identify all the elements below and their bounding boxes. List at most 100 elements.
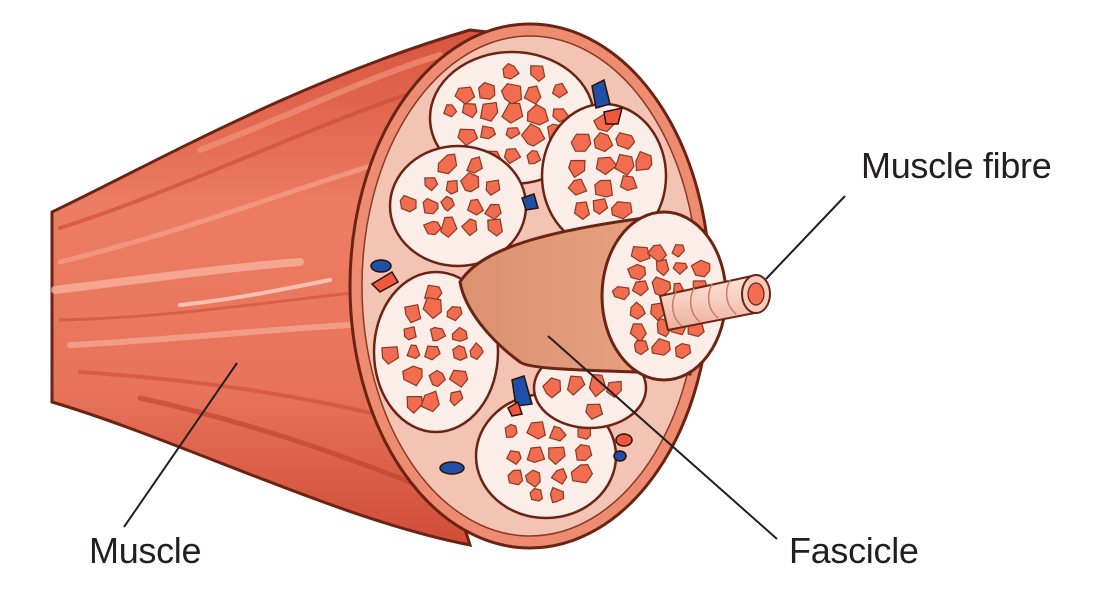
fibre-cell — [461, 102, 478, 119]
fibre-cell — [451, 326, 468, 342]
fibre-cell — [503, 148, 522, 165]
fibre-cell — [593, 132, 614, 153]
fibre-cell — [452, 344, 468, 361]
fibre-cell — [595, 156, 618, 176]
fibre-cell — [574, 443, 593, 462]
fibre-cell — [651, 338, 671, 356]
fibre-cell — [611, 285, 630, 301]
fibre-cell — [424, 345, 441, 361]
fibre-cell — [460, 218, 478, 237]
vein-icon — [521, 193, 539, 211]
fibre-cell — [542, 377, 562, 399]
fibre-cell — [566, 375, 586, 396]
fibre-cell — [428, 369, 447, 388]
fibre-cell — [655, 258, 670, 277]
fibre-cell — [548, 425, 567, 442]
fibre-cell — [485, 179, 501, 196]
fibre-cell — [381, 346, 400, 365]
artery-icon — [370, 270, 400, 293]
fibre-cell — [443, 104, 458, 118]
fibre-cell — [457, 128, 479, 147]
fibre-cell — [480, 125, 497, 140]
fibre-cell — [550, 467, 568, 486]
fibre-cell — [594, 179, 614, 198]
fibre-cell — [507, 469, 524, 486]
fibre-cell — [526, 150, 542, 165]
fibre-cell — [440, 195, 456, 212]
leader-line-muscle-fibre — [765, 195, 846, 280]
fibre-cell — [466, 198, 485, 216]
fibre-cell — [449, 390, 464, 407]
fibre-cell — [440, 216, 458, 238]
artery-icon — [603, 107, 624, 125]
fibre-cell — [454, 86, 476, 105]
vein-icon — [511, 375, 533, 407]
fibre-cell — [479, 101, 499, 122]
fibre-cell — [626, 263, 647, 281]
muscle-fibre-strand — [658, 274, 771, 332]
fibre-cell — [448, 369, 469, 388]
fibre-cell — [483, 203, 502, 221]
fibre-cell — [524, 469, 541, 488]
fibre-cell — [633, 339, 649, 356]
fibre-cell — [615, 132, 636, 150]
fibre-cell — [585, 403, 604, 420]
artery-icon — [507, 400, 523, 417]
leader-line-muscle — [123, 362, 238, 528]
fibre-cell — [424, 177, 439, 192]
fibre-cell — [610, 201, 633, 220]
fibre-cell — [505, 127, 521, 140]
vein-icon — [591, 78, 611, 109]
leader-lines — [123, 195, 846, 540]
fibre-cell — [635, 150, 653, 172]
fibre-cell — [630, 245, 651, 263]
label-fascicle: Fascicle — [789, 530, 919, 571]
fibre-cell — [529, 487, 544, 502]
fibre-cell — [402, 365, 423, 387]
fibre-cell — [404, 303, 422, 324]
fibre-cell — [422, 197, 439, 215]
label-muscle-fibre: Muscle fibre — [861, 145, 1052, 186]
fibre-cell — [420, 390, 440, 413]
vein-icon — [439, 461, 465, 475]
fibre-cell — [629, 301, 646, 320]
vein-icon — [370, 259, 392, 273]
fibre-cell — [523, 85, 542, 105]
fibre-cell — [570, 133, 592, 152]
fibre-cell — [469, 341, 484, 361]
fibre-cell — [672, 262, 689, 276]
vein-icon — [613, 450, 627, 462]
fibre-cell — [567, 178, 588, 196]
fibre-cell — [526, 103, 550, 126]
fibre-cell — [520, 123, 546, 147]
fibre-cell — [501, 102, 524, 124]
fibre-cell — [446, 306, 463, 322]
fibre-cell — [549, 486, 565, 504]
fibre-cell — [526, 421, 546, 440]
label-muscle: Muscle — [89, 530, 202, 571]
fibre-cell — [478, 81, 496, 100]
fibre-cell — [526, 446, 546, 464]
fibre-cell — [399, 194, 417, 213]
blood-vessels — [370, 78, 633, 475]
fibre-cell — [530, 65, 546, 83]
fibre-cell — [422, 297, 443, 320]
fibre-cell — [487, 218, 503, 237]
fibre-cell — [422, 220, 442, 236]
fibre-cell — [674, 342, 692, 360]
fibre-cell — [459, 171, 480, 193]
fibre-cell — [506, 450, 522, 466]
fibre-cell — [548, 446, 566, 466]
fibre-cell — [690, 259, 711, 278]
fibre-cell — [403, 325, 417, 341]
fibre-cell — [437, 153, 458, 175]
fibre-cell — [551, 82, 569, 99]
fibre-cell — [445, 179, 459, 195]
fibre-cell — [614, 153, 635, 176]
fibre-cell — [504, 423, 518, 439]
fibre-cell — [671, 244, 686, 258]
fibre-cell — [429, 326, 447, 342]
leader-line-fascicle — [547, 335, 778, 540]
muscle-striations — [51, 52, 443, 493]
